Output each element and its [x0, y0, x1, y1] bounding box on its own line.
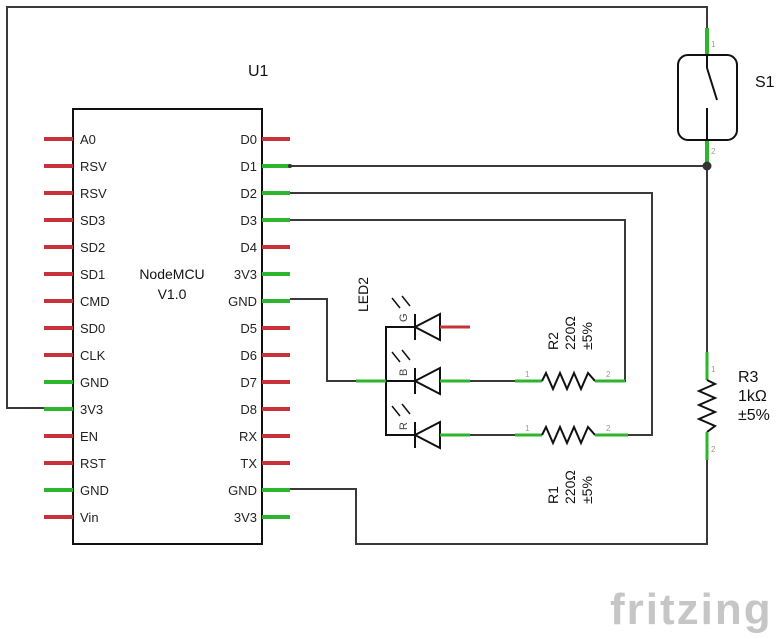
r3-ref: R3 [738, 369, 759, 386]
led-r-arrow1 [391, 405, 401, 417]
led-channel-r: R [391, 403, 470, 450]
resistor-r2: 1 2 R2 220Ω ±5% [515, 316, 625, 392]
wire-gnd-to-led [290, 298, 386, 382]
left-pin-label-rst-12: RST [80, 456, 106, 471]
r2-value: 220Ω [562, 316, 578, 350]
left-pin-label-en-11: EN [80, 429, 98, 444]
led-r-arrow2 [401, 403, 411, 415]
r3-value: 1kΩ [738, 388, 767, 405]
r2-ref: R2 [545, 332, 561, 350]
wire-d2-to-r1 [290, 192, 653, 436]
led-g-triangle [412, 312, 441, 342]
right-pin-label-d6-8: D6 [240, 348, 257, 363]
right-pin-label-tx-12: TX [240, 456, 257, 471]
left-pin-label-vin-14: Vin [80, 510, 99, 525]
wires [6, 6, 708, 545]
switch-lever [706, 67, 718, 101]
left-pin-label-3v3-10: 3V3 [80, 402, 103, 417]
led-b-arrow1 [391, 351, 401, 363]
fritzing-watermark: fritzing [610, 585, 773, 634]
wire-gnd-to-r3 [290, 460, 708, 545]
nodemcu-name-line1: NodeMCU [139, 266, 204, 282]
right-pin-label-d7-9: D7 [240, 375, 257, 390]
left-pin-label-sd1-5: SD1 [80, 267, 105, 282]
right-pin-label-3v3-14: 3V3 [234, 510, 257, 525]
r2-pin2-number: 2 [606, 370, 611, 379]
r1-zigzag [541, 424, 596, 446]
right-pin-label-d3-3: D3 [240, 213, 257, 228]
led-r-triangle [412, 420, 441, 450]
wire-d3-to-r2 [290, 219, 626, 382]
left-pin-label-gnd-9: GND [80, 375, 109, 390]
left-pin-label-cmd-6: CMD [80, 294, 110, 309]
switch-pin1-number: 1 [711, 40, 716, 49]
right-pin-label-rx-11: RX [239, 429, 257, 444]
switch-pin2-number: 2 [711, 147, 716, 156]
right-pin-label-3v3-5: 3V3 [234, 267, 257, 282]
left-pin-label-sd3-3: SD3 [80, 213, 105, 228]
left-pin-label-sd2-4: SD2 [80, 240, 105, 255]
led-channel-g: G [391, 295, 470, 342]
nodemcu-module: A0RSVRSVSD3SD2SD1CMDSD0CLKGND3V3ENRSTGND… [44, 63, 290, 545]
right-pin-label-d4-4: D4 [240, 240, 257, 255]
right-pin-label-d5-7: D5 [240, 321, 257, 336]
r1-pin1-number: 1 [525, 424, 530, 433]
r1-value: 220Ω [562, 470, 578, 504]
led-led2: LED2 G B R [355, 277, 470, 450]
right-pin-label-d0-0: D0 [240, 132, 257, 147]
right-pin-label-d8-10: D8 [240, 402, 257, 417]
led-g-letter: G [398, 313, 410, 322]
r3-tolerance: ±5% [738, 407, 770, 424]
junction-d1 [288, 164, 292, 168]
r1-ref: R1 [545, 486, 561, 504]
led-g-arrow2 [401, 295, 411, 307]
left-pin-label-rsv-2: RSV [80, 186, 107, 201]
switch-node-dot [702, 161, 712, 171]
r3-pin2-number: 2 [711, 445, 716, 454]
left-pin-label-a0-0: A0 [80, 132, 96, 147]
right-pin-label-gnd-13: GND [228, 483, 257, 498]
resistor-r1: 1 2 R1 220Ω ±5% [515, 424, 628, 504]
left-pin-label-gnd-13: GND [80, 483, 109, 498]
r3-zigzag [696, 379, 718, 433]
left-pin-label-clk-8: CLK [80, 348, 106, 363]
r2-zigzag [541, 370, 596, 392]
switch-s1: 1 2 S1 [677, 28, 775, 171]
resistor-r3: 1 2 R3 1kΩ ±5% [696, 352, 770, 460]
led-ref: LED2 [355, 277, 371, 312]
wire-3v3-to-switch [6, 6, 708, 409]
r2-pin1-number: 1 [525, 370, 530, 379]
right-pin-label-d1-1: D1 [240, 159, 257, 174]
led-g-arrow1 [391, 297, 401, 309]
r1-tolerance: ±5% [579, 476, 595, 504]
left-pin-label-rsv-1: RSV [80, 159, 107, 174]
left-pin-label-sd0-7: SD0 [80, 321, 105, 336]
right-pin-label-gnd-6: GND [228, 294, 257, 309]
led-b-letter: B [398, 369, 410, 376]
r3-pin1-number: 1 [711, 365, 716, 374]
r2-tolerance: ±5% [579, 322, 595, 350]
r1-pin2-number: 2 [606, 424, 611, 433]
switch-ref: S1 [755, 74, 775, 91]
led-r-letter: R [398, 422, 410, 430]
right-pin-label-d2-2: D2 [240, 186, 257, 201]
nodemcu-ref: U1 [248, 63, 269, 80]
led-channel-b: B [391, 349, 470, 396]
led-b-triangle [412, 366, 441, 396]
nodemcu-name-line2: V1.0 [158, 286, 187, 302]
led-b-arrow2 [401, 349, 411, 361]
